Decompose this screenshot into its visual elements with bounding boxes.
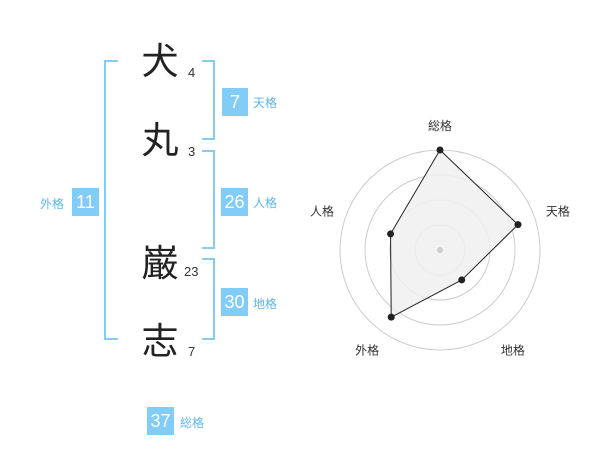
gaikaku-bracket [104, 60, 118, 340]
stroke-count-4: 7 [188, 344, 196, 359]
radar-axis-label: 外格 [355, 342, 379, 357]
tenkaku-value: 7 [222, 88, 248, 116]
radar-area [390, 149, 519, 318]
name-char-1: 犬 [141, 40, 179, 83]
chikaku-bracket [202, 258, 215, 340]
name-char-4: 志 [141, 320, 179, 363]
stroke-count-3: 23 [184, 264, 199, 279]
jinkaku-label: 人格 [253, 196, 278, 210]
radar-point [387, 313, 395, 321]
tenkaku-bracket [202, 60, 215, 140]
gaikaku-label: 外格 [40, 197, 65, 211]
radar-axis-label: 総格 [428, 118, 452, 133]
radar-point [387, 230, 395, 238]
jinkaku-value: 26 [221, 188, 248, 216]
jinkaku-bracket [202, 150, 215, 249]
radar-axis-label: 地格 [501, 342, 525, 357]
name-char-2: 丸 [141, 119, 179, 162]
chikaku-label: 地格 [253, 297, 278, 311]
radar-axis-label: 天格 [546, 204, 570, 219]
radar-point [458, 276, 466, 284]
radar-point [436, 146, 444, 154]
radar-center [437, 247, 443, 253]
soukaku-label: 総格 [180, 416, 205, 430]
stroke-count-1: 4 [188, 65, 196, 80]
stroke-count-2: 3 [188, 144, 196, 159]
radar-point [514, 221, 522, 229]
chikaku-value: 30 [221, 288, 248, 316]
name-char-3: 巌 [141, 242, 179, 285]
gaikaku-value: 11 [72, 188, 99, 216]
soukaku-value: 37 [147, 407, 174, 435]
radar-axis-label: 人格 [310, 204, 334, 219]
tenkaku-label: 天格 [253, 96, 278, 110]
